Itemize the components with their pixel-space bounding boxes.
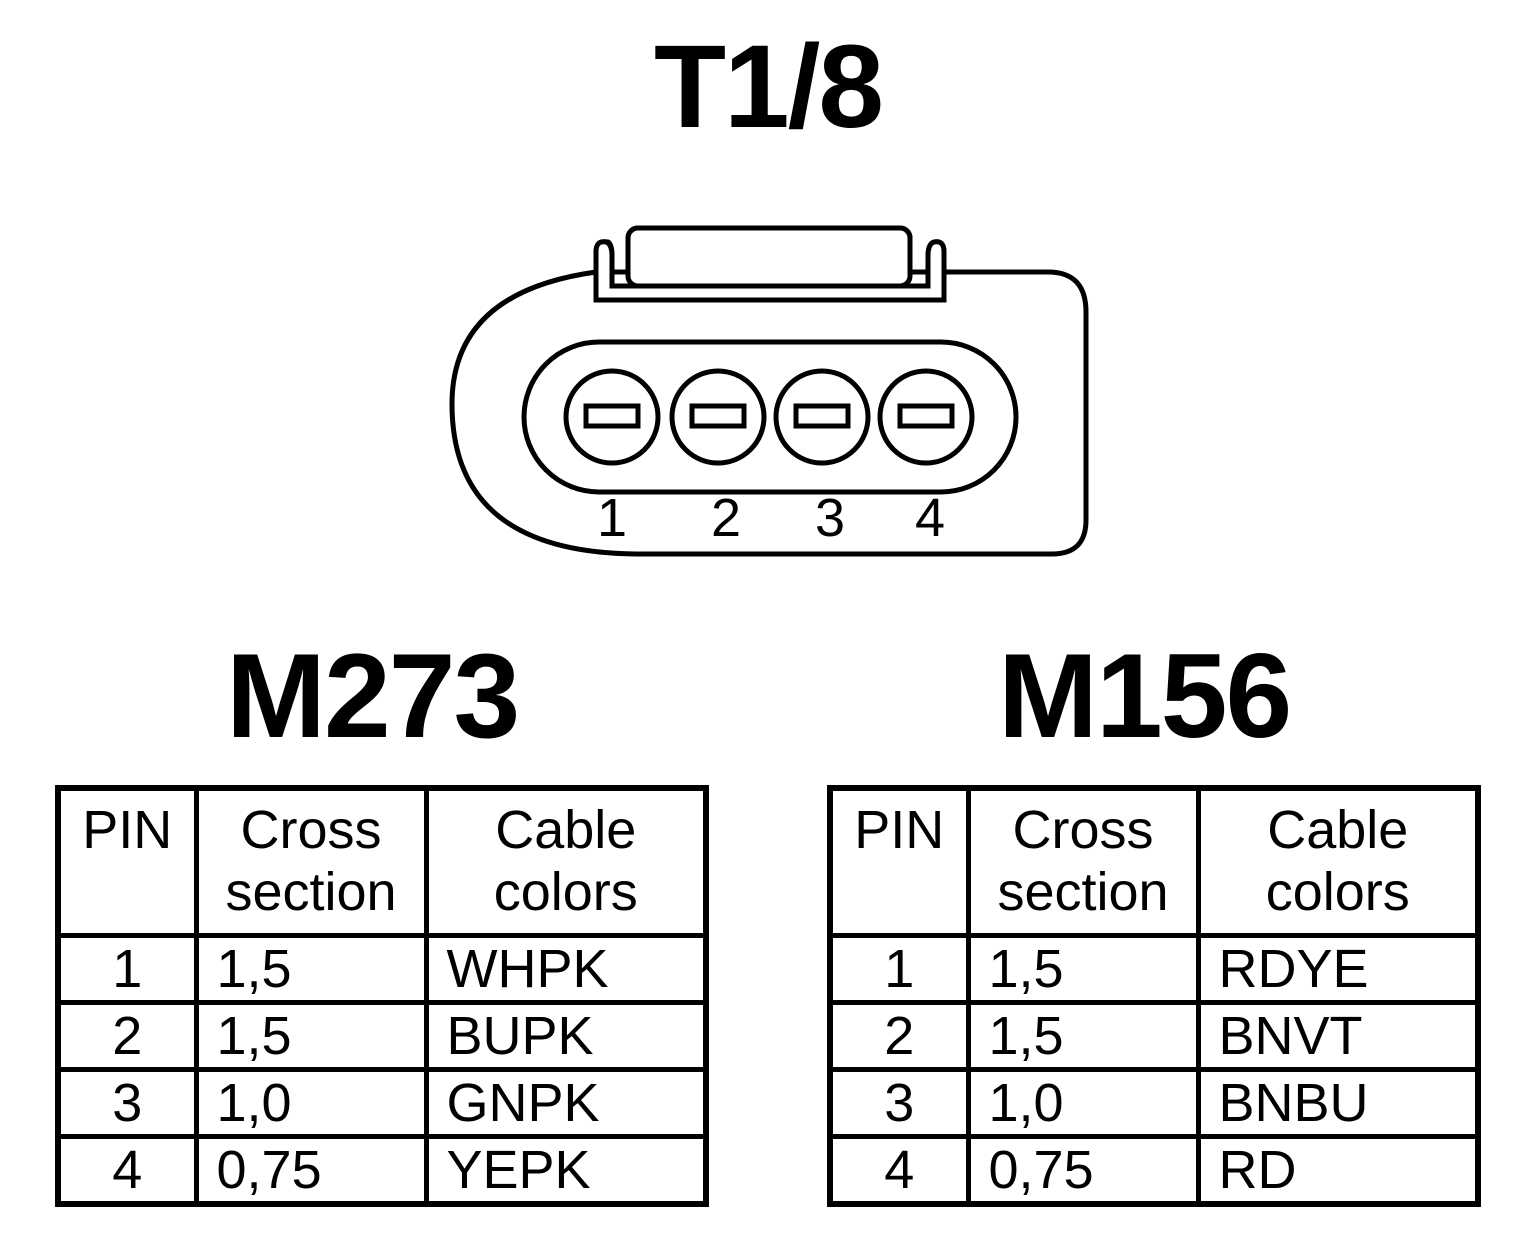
pin-number-2: 2: [711, 488, 741, 548]
cell-cable-color: YEPK: [423, 1134, 709, 1207]
cell-pin: 1: [55, 932, 199, 1006]
connector-body: [449, 269, 1089, 557]
table-row: 3 1,0 GNPK: [55, 1067, 709, 1140]
table-row: 1 1,5 WHPK: [55, 932, 709, 1006]
connector-diagram: 1 2 3 4: [449, 225, 1089, 557]
header-pin: PIN: [827, 785, 971, 938]
cell-cable-color: WHPK: [423, 932, 709, 1006]
cell-cross-section: 1,5: [965, 932, 1201, 1006]
header-pin-label: PIN: [854, 800, 945, 860]
table-row: 2 1,5 BUPK: [55, 1000, 709, 1073]
cell-pin: 2: [827, 1000, 971, 1073]
header-cross-line1: Cross: [1012, 800, 1154, 860]
header-color-line1: Cable: [1267, 800, 1409, 860]
header-pin: PIN: [55, 785, 199, 938]
cell-pin: 4: [55, 1134, 199, 1207]
cell-pin: 4: [827, 1134, 971, 1207]
m273-title: M273: [226, 629, 520, 763]
cell-cross-section: 1,0: [193, 1067, 429, 1140]
pin-number-1: 1: [597, 488, 627, 548]
cell-cross-section: 1,5: [965, 1000, 1201, 1073]
pin-number-4: 4: [915, 488, 945, 548]
cell-cross-section: 1,0: [965, 1067, 1201, 1140]
cell-cross-section: 0,75: [193, 1134, 429, 1207]
m156-title: M156: [998, 629, 1292, 763]
cell-cross-section: 0,75: [965, 1134, 1201, 1207]
connector-title: T1/8: [653, 21, 884, 153]
table-row: 3 1,0 BNBU: [827, 1067, 1481, 1140]
cell-cable-color: BNBU: [1195, 1067, 1481, 1140]
pin-1: [563, 368, 661, 466]
header-cross-line2: section: [997, 862, 1169, 923]
cell-cable-color: GNPK: [423, 1067, 709, 1140]
table-row: 2 1,5 BNVT: [827, 1000, 1481, 1073]
header-color-line2: colors: [1265, 862, 1410, 923]
header-pin-label: PIN: [82, 800, 173, 860]
cell-pin: 1: [827, 932, 971, 1006]
table-row: 4 0,75 YEPK: [55, 1134, 709, 1207]
cell-cross-section: 1,5: [193, 932, 429, 1006]
cell-cross-section: 1,5: [193, 1000, 429, 1073]
cell-pin: 3: [55, 1067, 199, 1140]
header-color-line2: colors: [493, 862, 638, 923]
header-cross-line1: Cross: [240, 800, 382, 860]
header-color-line1: Cable: [495, 800, 637, 860]
table-row: 4 0,75 RD: [827, 1134, 1481, 1207]
cell-pin: 2: [55, 1000, 199, 1073]
cell-cable-color: BUPK: [423, 1000, 709, 1073]
pin-3: [773, 368, 871, 466]
cell-pin: 3: [827, 1067, 971, 1140]
pin-number-3: 3: [815, 488, 845, 548]
table-row: 1 1,5 RDYE: [827, 932, 1481, 1006]
header-cross-line2: section: [225, 862, 397, 923]
pin-2: [669, 368, 767, 466]
pin-4: [877, 368, 975, 466]
cell-cable-color: RD: [1195, 1134, 1481, 1207]
pin-cavity: [521, 339, 1019, 495]
cell-cable-color: RDYE: [1195, 932, 1481, 1006]
cell-cable-color: BNVT: [1195, 1000, 1481, 1073]
